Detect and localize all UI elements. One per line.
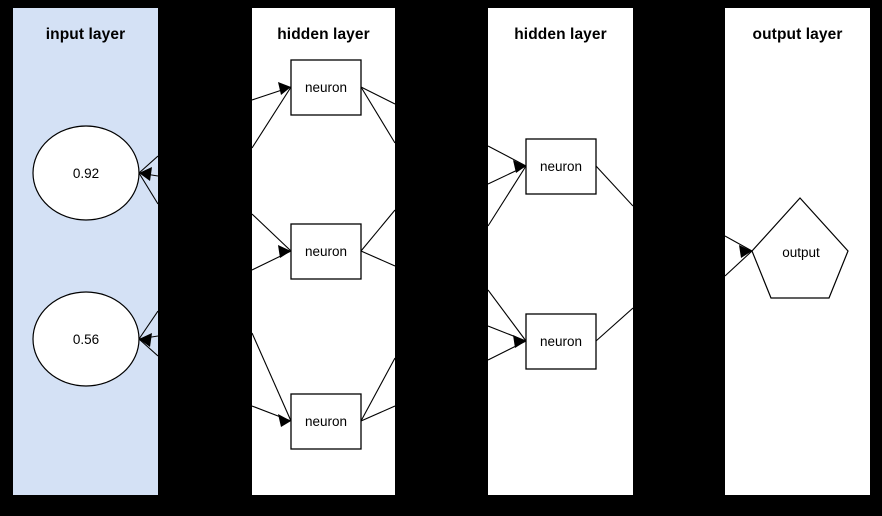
layer-output-graphics: output [725, 197, 849, 299]
layer-hidden-2-title: hidden layer [514, 26, 607, 43]
layer-output-title: output layer [752, 26, 843, 43]
layer-hidden-1[interactable]: hidden layer [252, 8, 395, 495]
layer-input[interactable]: input layer 0.92 0.56 [13, 8, 158, 495]
hidden2-neuron-2 [525, 313, 597, 370]
layer-hidden-2-graphics: neuron neuron [488, 138, 633, 370]
layer-hidden-1-title: hidden layer [277, 26, 370, 43]
layer-input-title: input layer [45, 26, 126, 43]
input-node-1 [32, 125, 140, 221]
layer-input-graphics: 0.92 0.56 [32, 125, 158, 387]
output-node-shape [751, 197, 849, 299]
layer-hidden-2[interactable]: hidden layer neuron [488, 8, 633, 495]
hidden1-neuron-1-label: neuron [305, 80, 347, 95]
input-node-1-label: 0.92 [73, 166, 99, 181]
layer-hidden-1-graphics: neuron neuron neuron [252, 59, 395, 450]
hidden2-neuron-1 [525, 138, 597, 195]
layer-output[interactable]: output layer output [725, 8, 870, 495]
hidden1-neuron-2 [290, 223, 362, 280]
hidden1-neuron-3 [290, 393, 362, 450]
input-node-2 [32, 291, 140, 387]
hidden2-neuron-1-label: neuron [540, 159, 582, 174]
hidden2-neuron-2-label: neuron [540, 334, 582, 349]
input-node-2-label: 0.56 [73, 332, 99, 347]
output-node-label: output [782, 245, 820, 260]
hidden1-neuron-3-label: neuron [305, 414, 347, 429]
hidden1-neuron-2-label: neuron [305, 244, 347, 259]
hidden1-neuron-1 [290, 59, 362, 116]
